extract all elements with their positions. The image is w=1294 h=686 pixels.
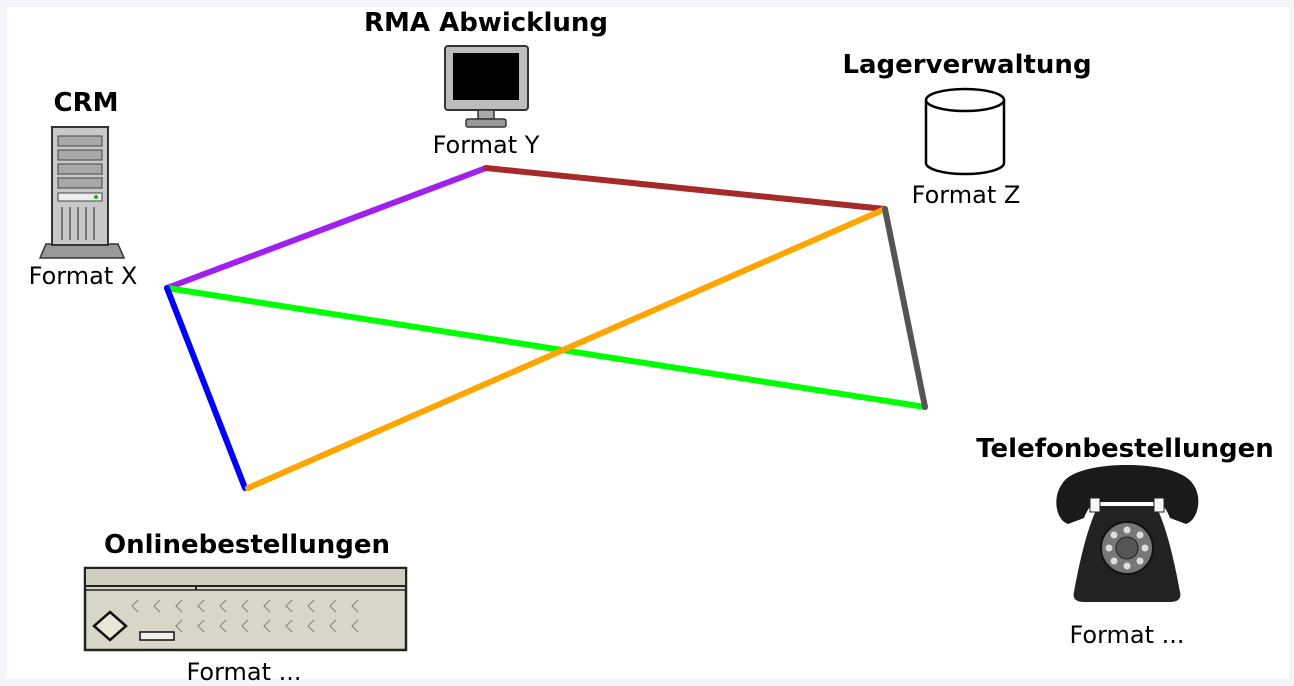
- connection-online-lager: [245, 206, 888, 491]
- crm-title: CRM: [53, 88, 119, 118]
- online-title: Onlinebestellungen: [104, 530, 390, 560]
- connection-rma-lager: [483, 165, 888, 212]
- connection-crm-online: [164, 285, 248, 491]
- crm-format-label: Format X: [28, 262, 138, 290]
- database-cylinder-icon: [924, 87, 1006, 176]
- telefon-title: Telefonbestellungen: [976, 434, 1274, 464]
- connection-crm-rma: [164, 165, 489, 291]
- rma-title: RMA Abwicklung: [364, 8, 608, 38]
- lager-title: Lagerverwaltung: [842, 50, 1092, 80]
- rma-format-label: Format Y: [432, 131, 540, 159]
- connection-lager-telefon: [882, 206, 928, 410]
- connection-lines: [164, 165, 928, 491]
- server-rack-unit-icon: [83, 566, 408, 652]
- online-format-label: Format ...: [186, 658, 302, 686]
- telefon-format-label: Format ...: [1069, 621, 1185, 649]
- connection-crm-telefon: [164, 285, 928, 410]
- monitor-icon: [444, 45, 529, 128]
- rotary-phone-icon: [1056, 465, 1199, 602]
- server-tower-icon: [38, 126, 126, 259]
- lager-format-label: Format Z: [911, 181, 1021, 209]
